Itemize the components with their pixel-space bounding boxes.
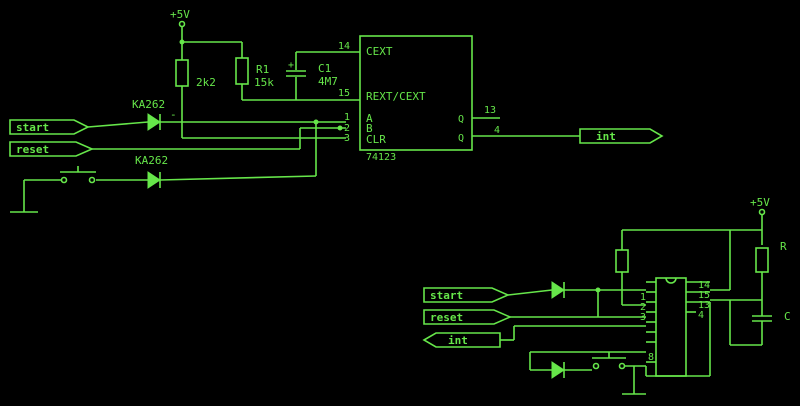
bottom-junction-a: [595, 287, 601, 293]
top-reset-label: reset: [16, 143, 49, 156]
top-pin-2-num: 2: [344, 123, 350, 134]
top-r1-name: R1: [256, 63, 269, 76]
bottom-supply-terminal: [758, 208, 766, 216]
bottom-pin-label-h: 4: [698, 310, 704, 321]
top-supply-terminal: [178, 20, 186, 28]
top-pin-qbar: Q: [458, 133, 464, 144]
top-pin-b: B: [366, 122, 373, 135]
top-r1-value: 15k: [254, 76, 274, 89]
bottom-reset-label: reset: [430, 311, 463, 324]
top-supply-label: +5V: [170, 8, 190, 21]
top-pin-14-num: 14: [338, 41, 350, 52]
top-junction-supply: [179, 39, 185, 45]
top-junction-b: [337, 125, 343, 131]
top-start-label: start: [16, 121, 49, 134]
top-diode-2: [147, 171, 161, 189]
top-start-wire: [87, 121, 149, 128]
bottom-ic: [655, 277, 687, 377]
top-pin-15-num: 15: [338, 88, 350, 99]
bottom-resistor-label: R: [780, 240, 787, 253]
bottom-pin-label-d: 8: [648, 352, 654, 363]
top-diode-1: [147, 113, 161, 131]
bottom-start-tag: [423, 287, 510, 303]
top-resistor-2k2: [175, 59, 189, 87]
bottom-button-contact-right: [618, 362, 626, 370]
top-c1-name: C1: [318, 62, 331, 75]
top-output-tag: [579, 128, 664, 144]
bottom-start-label: start: [430, 289, 463, 302]
bottom-output-label: int: [448, 334, 468, 347]
top-c1-value: 4M7: [318, 75, 338, 88]
bottom-pin-label-b: 2: [640, 302, 646, 313]
bottom-start-wire: [507, 289, 553, 296]
bottom-reset-tag: [423, 309, 512, 325]
top-pin-3-num: 3: [344, 133, 350, 144]
bottom-resistor-left: [615, 249, 629, 273]
bottom-diode-2: [551, 361, 565, 379]
bottom-pin-label-e: 14: [698, 280, 710, 291]
top-pin-rext: REXT/CEXT: [366, 90, 426, 103]
top-pin-q: Q: [458, 114, 464, 125]
bottom-supply-label: +5V: [750, 196, 770, 209]
top-c1-plus: +: [288, 60, 294, 71]
top-start-tag: [9, 119, 90, 135]
bottom-pin-label-f: 15: [698, 290, 710, 301]
top-diode-2-wire: [159, 175, 317, 181]
top-ic-part: 74123: [366, 152, 396, 163]
bottom-pin-label-a: 1: [640, 292, 646, 303]
bottom-pin-label-g: 13: [698, 300, 710, 311]
top-reset-tag: [9, 141, 94, 157]
top-resistor-r1: [235, 57, 249, 85]
top-pin-13-num: 13: [484, 105, 496, 116]
bottom-capacitor-label: C: [784, 310, 791, 323]
top-output-label: int: [596, 130, 616, 143]
top-button-contact-right: [88, 176, 96, 184]
bottom-diode-1: [551, 281, 565, 299]
top-resistor-minus-mark: -: [170, 108, 177, 121]
top-pin-cext: CEXT: [366, 45, 393, 58]
top-diode-1-label: KA262: [132, 98, 165, 111]
top-pin-4-num: 4: [494, 125, 500, 136]
top-diode-2-label: KA262: [135, 154, 168, 167]
bottom-button-contact-left: [592, 362, 600, 370]
top-pin-1-num: 1: [344, 112, 350, 123]
top-button-contact-left: [60, 176, 68, 184]
bottom-ic-notch: [665, 277, 677, 284]
top-ic-74123: [359, 35, 473, 151]
top-resistor-2k2-label: 2k2: [196, 76, 216, 89]
top-pin-clr: CLR: [366, 133, 386, 146]
bottom-resistor-r: [755, 247, 769, 273]
top-pin-a: A: [366, 112, 373, 125]
